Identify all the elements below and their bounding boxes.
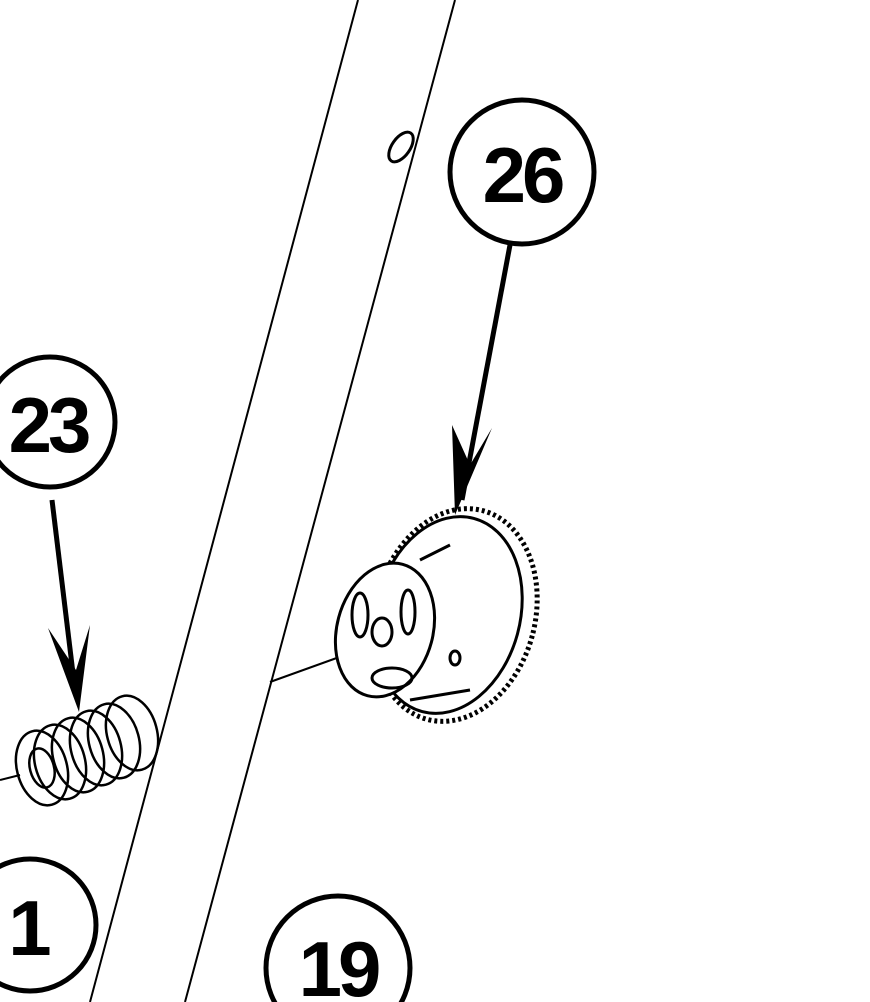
gear-part xyxy=(269,506,540,724)
callout-1: 1 xyxy=(0,856,99,994)
callout-1-label: 1 xyxy=(8,884,50,972)
callout-23: 23 xyxy=(0,354,118,712)
callout-19: 19 xyxy=(263,893,413,1002)
callout-26-label: 26 xyxy=(483,131,563,219)
shaft-left-edge xyxy=(89,0,359,1002)
spring-part xyxy=(0,694,160,807)
callout-26: 26 xyxy=(447,97,597,515)
small-hole xyxy=(387,130,415,164)
shaft-right-edge xyxy=(184,0,456,1002)
callout-19-label: 19 xyxy=(299,925,379,1002)
callout-23-label: 23 xyxy=(9,381,89,469)
